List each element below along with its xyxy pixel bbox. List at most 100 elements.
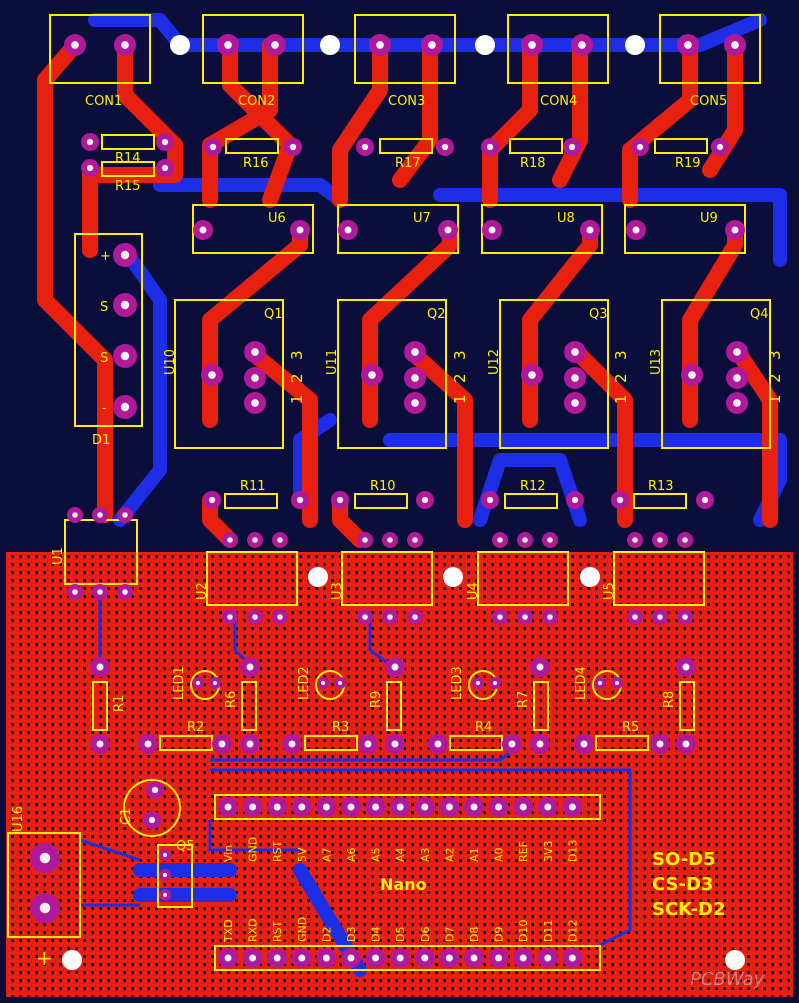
pin-number: 1	[288, 394, 306, 404]
resistor-label: R2	[187, 720, 204, 735]
pad-hole	[322, 803, 330, 811]
mounting-hole	[170, 35, 190, 55]
nano-top-pin-label: A7	[320, 847, 333, 862]
pad-hole	[716, 143, 724, 151]
pad-hole	[227, 537, 233, 543]
pad-hole	[421, 496, 429, 504]
pad-hole	[372, 954, 380, 962]
nano-bottom-pin-label: D4	[370, 927, 383, 942]
resistor-label: R7	[516, 691, 531, 708]
mounting-hole	[62, 950, 82, 970]
pad-hole	[688, 371, 696, 379]
q5-label: Q5	[176, 839, 195, 854]
pad-hole	[571, 496, 579, 504]
pad-hole	[536, 740, 544, 748]
pad-hole	[96, 663, 104, 671]
pad-hole	[39, 902, 51, 914]
nano-top-pin-label: REF	[517, 841, 530, 862]
mounting-hole	[320, 35, 340, 55]
pad-hole	[421, 803, 429, 811]
pad-hole	[296, 226, 304, 234]
pad-hole	[120, 300, 130, 310]
pad-hole	[277, 537, 283, 543]
diode-pin-label: S	[100, 300, 108, 315]
pad-hole	[271, 41, 279, 49]
pad-hole	[322, 954, 330, 962]
regulator-label: U1	[51, 547, 66, 565]
pad-hole	[495, 954, 503, 962]
pad-hole	[578, 41, 586, 49]
diode-pin-label: +	[100, 249, 111, 264]
nano-bottom-pin-label: D11	[542, 920, 555, 942]
ground-pour	[6, 552, 793, 997]
led-label: LED3	[450, 666, 465, 700]
pad-hole	[544, 954, 552, 962]
pad-hole	[296, 496, 304, 504]
pad-hole	[657, 614, 663, 620]
pad-hole	[428, 41, 436, 49]
pad-hole	[387, 614, 393, 620]
pad-hole	[361, 143, 369, 151]
pad-hole	[571, 348, 579, 356]
connector-label: CON2	[238, 94, 275, 109]
pad-hole	[682, 663, 690, 671]
pad-hole	[568, 954, 576, 962]
nano-bottom-pin-label: RST	[271, 920, 284, 942]
bottom-layer-traces	[88, 13, 787, 977]
mounting-hole	[308, 567, 328, 587]
nano-bottom-pin-label: D12	[566, 920, 579, 942]
pin-number: 2	[612, 373, 630, 383]
resistor-label: R9	[369, 691, 384, 708]
pin-number: 3	[766, 350, 784, 360]
pad-hole	[195, 680, 201, 686]
pad-hole	[522, 614, 528, 620]
pad-hole	[486, 143, 494, 151]
pad-hole	[161, 164, 169, 172]
pad-hole	[362, 537, 368, 543]
pad-hole	[571, 374, 579, 382]
pad-hole	[347, 803, 355, 811]
pad-hole	[162, 872, 168, 878]
nano-bottom-pin-label: D10	[517, 920, 530, 942]
pad-hole	[733, 348, 741, 356]
pad-hole	[86, 138, 94, 146]
pad-hole	[364, 740, 372, 748]
diode-label: D1	[92, 433, 110, 448]
resistor-label: R1	[112, 695, 127, 712]
cap-label: U6	[268, 211, 286, 226]
cap-label: U7	[413, 211, 431, 226]
pad-hole	[492, 680, 498, 686]
watermark: PCBWay	[690, 969, 765, 990]
diode-pin-label: S	[100, 351, 108, 366]
pad-hole	[470, 954, 478, 962]
pad-hole	[252, 537, 258, 543]
pad-hole	[636, 143, 644, 151]
power-plus-label: +	[36, 946, 53, 970]
resistor-label: R12	[520, 479, 546, 494]
pad-hole	[347, 954, 355, 962]
pin-number: 3	[451, 350, 469, 360]
pad-hole	[96, 740, 104, 748]
pad-hole	[580, 740, 588, 748]
pad-hole	[616, 496, 624, 504]
pin-number: 1	[451, 394, 469, 404]
pad-hole	[121, 41, 129, 49]
resistor-label: R13	[648, 479, 674, 494]
pad-hole	[162, 892, 168, 898]
resistor-label: R11	[240, 479, 266, 494]
pad-hole	[733, 399, 741, 407]
nano-top-pin-label: 5V	[296, 847, 309, 862]
pad-hole	[441, 143, 449, 151]
pad-hole	[421, 954, 429, 962]
pad-hole	[412, 614, 418, 620]
resistor-label: R18	[520, 156, 546, 171]
pad-hole	[212, 680, 218, 686]
pad-hole	[632, 537, 638, 543]
pad-hole	[568, 143, 576, 151]
nano-bottom-pin-label: D3	[345, 927, 358, 942]
pad-hole	[251, 399, 259, 407]
nano-bottom-pin-label: GND	[296, 917, 309, 942]
pad-hole	[362, 614, 368, 620]
pad-hole	[199, 226, 207, 234]
cap-c1-label: C1	[119, 808, 134, 825]
